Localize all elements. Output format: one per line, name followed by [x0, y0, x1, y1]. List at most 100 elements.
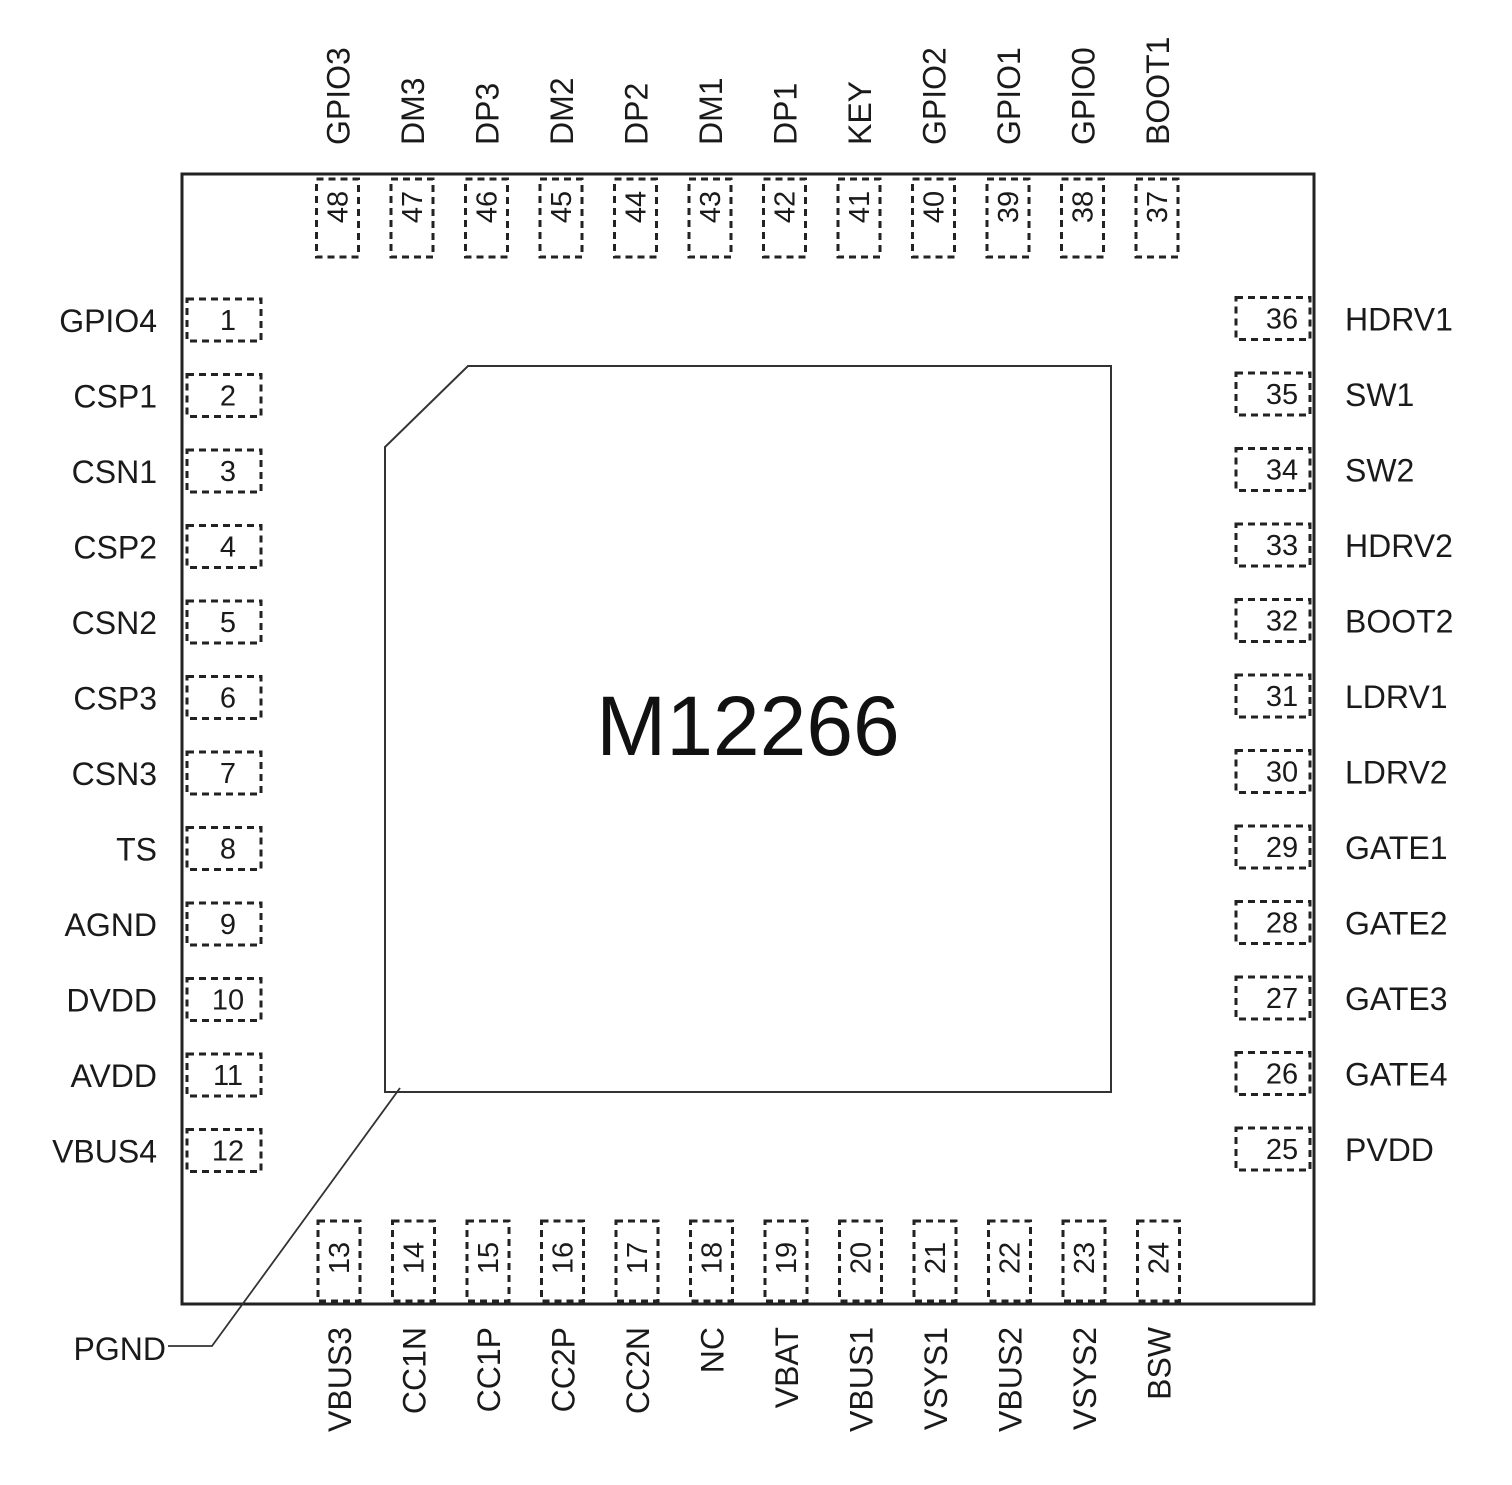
- pin-number: 15: [473, 1242, 505, 1274]
- pin-pad: [1234, 598, 1312, 643]
- pin-label: DM3: [395, 77, 431, 145]
- pin-label: BOOT2: [1345, 604, 1453, 640]
- pin-label: VBUS2: [993, 1327, 1029, 1432]
- pin-28: 28 GATE2: [1234, 900, 1448, 945]
- pin-pad: [185, 1128, 263, 1173]
- pin-pad: [316, 1219, 362, 1303]
- pin-number: 44: [621, 191, 653, 223]
- pin-number: 37: [1142, 191, 1174, 223]
- pin-number: 28: [1266, 908, 1298, 940]
- pin-label: VSYS2: [1067, 1327, 1103, 1430]
- pgnd-label: PGND: [74, 1331, 166, 1367]
- pin-number: 5: [220, 607, 236, 639]
- pin-label: GATE2: [1345, 906, 1448, 942]
- pin-number: 42: [770, 191, 802, 223]
- pin-number: 47: [397, 191, 429, 223]
- pin-label: DP2: [619, 83, 655, 145]
- pin-number: 19: [771, 1242, 803, 1274]
- pin-pad: [185, 524, 263, 569]
- pin-label: GPIO4: [59, 303, 157, 339]
- pgnd-leader-line: [168, 1087, 401, 1347]
- pin-5: 5 CSN2: [72, 599, 263, 645]
- pin-number: 38: [1068, 191, 1100, 223]
- pin-label: CSN2: [72, 605, 157, 641]
- pin-number: 46: [472, 191, 504, 223]
- pin-47: 47 DM3: [389, 77, 435, 259]
- pin-number: 6: [220, 683, 236, 715]
- pin-pad: [185, 373, 263, 418]
- pin-number: 30: [1266, 757, 1298, 789]
- pin-number: 33: [1266, 530, 1298, 562]
- pin-pad: [1234, 296, 1312, 341]
- pin-label: CSP3: [73, 681, 157, 717]
- pin-pad: [391, 1219, 436, 1303]
- pin-pad: [763, 1219, 809, 1303]
- pin-number: 21: [920, 1242, 952, 1274]
- pin-label: GPIO3: [321, 47, 357, 145]
- pin-label: CSN1: [72, 454, 157, 490]
- pin-pad: [1234, 522, 1312, 568]
- pin-3: 3 CSN1: [72, 448, 263, 494]
- pin-pad: [1136, 1219, 1181, 1303]
- pin-pad: [185, 750, 263, 796]
- pin-pad: [1234, 447, 1312, 492]
- pin-label: GATE3: [1345, 981, 1448, 1017]
- pin-38: 38 GPIO0: [1060, 47, 1105, 259]
- pin-number: 14: [399, 1242, 431, 1274]
- pin-label: CSP1: [73, 379, 157, 415]
- pin-pad: [185, 297, 263, 343]
- pin-label: BOOT1: [1140, 37, 1176, 145]
- pin-number: 34: [1266, 455, 1298, 487]
- pin-pad: [185, 901, 263, 947]
- pins-bottom-group: 13VBUS314CC1N15CC1P16CC2P17CC2N18NC19VBA…: [316, 1219, 1181, 1432]
- pin-number: 23: [1069, 1242, 1101, 1274]
- pin-label: VBAT: [769, 1327, 805, 1408]
- pin-2: 2 CSP1: [73, 373, 263, 418]
- pin-number: 39: [993, 191, 1025, 223]
- pin-number: 32: [1266, 606, 1298, 638]
- pin-pad: [912, 1219, 958, 1303]
- pin-pad: [185, 977, 263, 1022]
- pin-label: GPIO0: [1066, 47, 1102, 145]
- pin-label: DVDD: [66, 983, 157, 1019]
- chip-name: M12266: [596, 679, 900, 773]
- pin-pad: [185, 448, 263, 494]
- pin-label: NC: [695, 1327, 731, 1373]
- pin-pad: [185, 826, 263, 871]
- pin-number: 12: [212, 1136, 244, 1168]
- pin-number: 35: [1266, 379, 1298, 411]
- pin-pad: [1234, 371, 1312, 417]
- pin-number: 20: [846, 1242, 878, 1274]
- pin-number: 45: [546, 191, 578, 223]
- pin-number: 2: [220, 381, 236, 413]
- pin-8: 8TS: [116, 826, 263, 871]
- pin-number: 13: [324, 1242, 356, 1274]
- pin-pad: [838, 1219, 883, 1303]
- pin-pad: [689, 1219, 734, 1303]
- pin-label: VSYS1: [918, 1327, 954, 1430]
- pin-number: 3: [220, 456, 236, 488]
